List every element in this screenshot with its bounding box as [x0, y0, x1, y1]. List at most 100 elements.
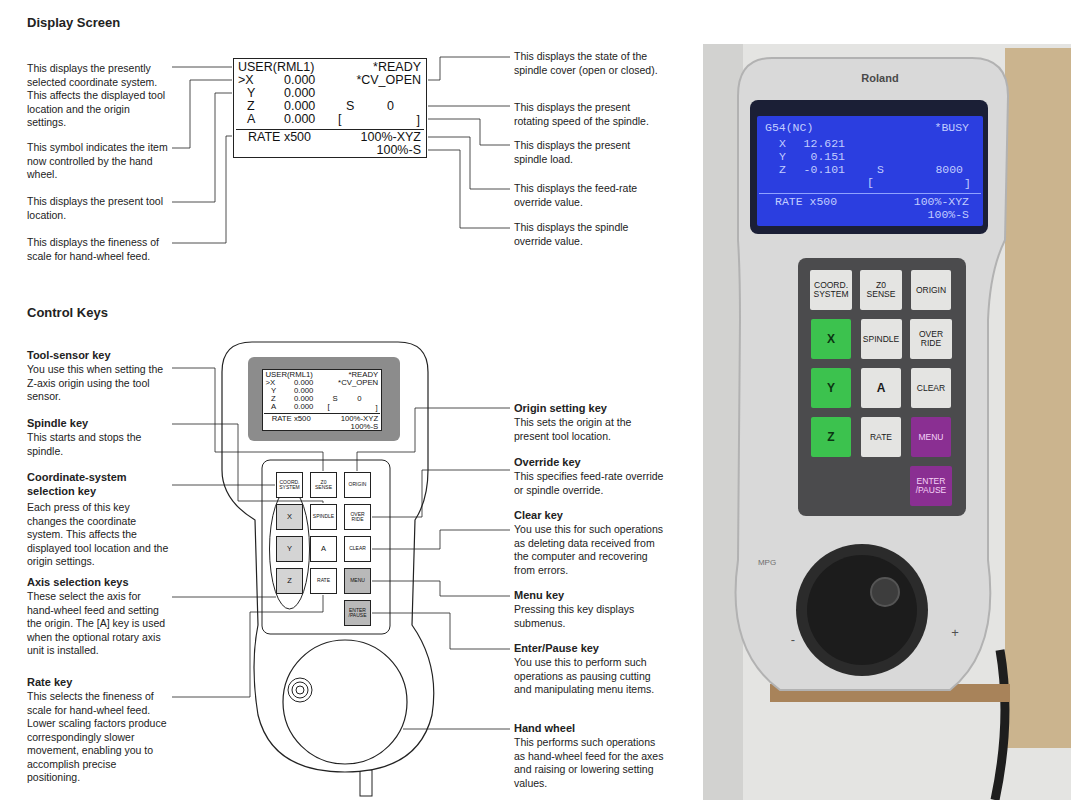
leader-line	[428, 106, 510, 107]
display-text: *READY	[348, 371, 378, 379]
leader-line	[172, 595, 323, 697]
key: Y	[276, 536, 303, 562]
leader-line	[372, 470, 510, 517]
wheel-knob-inner	[292, 682, 308, 698]
key-label: COORD. SYSTEM	[811, 281, 851, 299]
key: COORD. SYSTEM	[276, 472, 303, 498]
pendant-housing	[222, 342, 434, 772]
callout-text: This specifies feed-rate override or spi…	[514, 470, 664, 497]
pendant-screen-bezel	[248, 357, 400, 441]
callout-heading: Origin setting key	[514, 402, 664, 416]
display-text: -0.101	[804, 164, 845, 176]
display-text: [	[867, 177, 874, 189]
display-text: ]	[964, 178, 971, 190]
key: SPINDLE	[310, 504, 337, 530]
photo-key: MENU	[911, 417, 951, 457]
separator-line	[236, 129, 424, 130]
key: ORIGIN	[344, 472, 371, 498]
display-text: >X	[265, 379, 275, 387]
display-text: S	[877, 164, 884, 176]
key: MENU	[344, 568, 371, 594]
brand-logo: Roland	[840, 72, 920, 86]
leader-line	[428, 150, 510, 228]
photo-key: Z	[811, 417, 851, 457]
display-text: *READY	[373, 61, 421, 74]
display-text: 0.000	[294, 395, 313, 403]
key: CLEAR	[344, 536, 371, 562]
callout-text: This displays the spindle override value…	[514, 221, 664, 248]
display-text: ]	[417, 114, 420, 127]
display-text: 8000	[935, 164, 963, 176]
photo-key: RATE	[861, 417, 901, 457]
key-label: MENU	[350, 578, 365, 583]
leader-line	[172, 136, 232, 243]
display-text: 100%-XYZ	[361, 131, 421, 144]
display-text: *CV_OPEN	[338, 379, 378, 387]
key: RATE	[310, 568, 337, 594]
display-text: X	[779, 138, 786, 150]
display-text: Z	[779, 164, 786, 176]
callout-text: This displays the present spindle load.	[514, 139, 664, 166]
pendant-cable	[360, 770, 372, 796]
leader-line	[403, 729, 510, 730]
leader-line	[372, 613, 510, 649]
display-text: 0.151	[810, 151, 845, 163]
wheel-knob	[288, 678, 312, 702]
callout-heading: Coordinate-system selection key	[27, 471, 169, 498]
display-text: G54(NC)	[765, 122, 813, 134]
callout-heading: Menu key	[514, 589, 664, 603]
display-text: 100%-XYZ	[914, 196, 969, 208]
photo-board	[1005, 48, 1071, 748]
display-text: *BUSY	[934, 122, 969, 134]
display-text: 0.000	[284, 113, 315, 126]
callout-text: This displays the fineness of scale for …	[27, 236, 169, 263]
key-label: CLEAR	[349, 546, 366, 551]
key: A	[310, 536, 337, 562]
leader-line	[428, 57, 510, 80]
key: ENTER /PAUSE	[344, 600, 371, 626]
key-label: ENTER /PAUSE	[911, 477, 951, 495]
display-text: USER(RML1)	[238, 61, 314, 74]
callout-text: This displays the feed-rate override val…	[514, 182, 664, 209]
key-label: Z	[827, 431, 834, 444]
display-text: 0.000	[284, 100, 315, 113]
key-label: OVER RIDE	[346, 512, 369, 523]
hand-wheel	[283, 640, 407, 764]
photo-display: G54(NC)*BUSYX12.621Y0.151Z-0.101S8000[]R…	[757, 116, 983, 226]
photo-hand-wheel	[796, 544, 928, 676]
display-text: RATE x500	[248, 131, 311, 144]
callout-text: This displays the presently selected coo…	[27, 62, 169, 130]
display-text: [	[327, 403, 329, 411]
display-text: Z	[247, 100, 255, 113]
display-text: >X	[238, 74, 254, 87]
wheel-marking: +	[947, 625, 963, 641]
key-label: RATE	[317, 578, 330, 583]
leader-line	[372, 530, 510, 549]
callout-heading: Hand wheel	[514, 722, 664, 736]
callout-text: This displays the present rotating speed…	[514, 101, 664, 128]
key-label: MENU	[918, 433, 943, 442]
callout-heading: Rate key	[27, 676, 169, 690]
display-screen: USER(RML1)*READY>X0.000*CV_OPENY0.000Z0.…	[233, 58, 427, 158]
callout-text: This displays the state of the spindle c…	[514, 50, 664, 77]
display-text: USER(RML1)	[265, 371, 312, 379]
display-text: 100%-S	[928, 209, 969, 221]
photo-cable	[995, 650, 1005, 800]
photo-key: SPINDLE	[861, 319, 902, 359]
wheel-marking: MPG	[750, 556, 784, 570]
callout-text: This sets the origin at the present tool…	[514, 416, 664, 443]
key-label: Z0 SENSE	[312, 480, 335, 491]
photo-key: ENTER /PAUSE	[910, 466, 952, 506]
photo-key: ORIGIN	[911, 270, 951, 310]
leader-line	[172, 485, 275, 486]
callout-text: This symbol indicates the item now contr…	[27, 141, 169, 182]
display-text: RATE x500	[272, 415, 311, 423]
display-text: 100%-XYZ	[341, 415, 378, 423]
leader-line	[172, 597, 276, 598]
display-text: 0	[387, 100, 394, 113]
callout-heading: Spindle key	[27, 417, 169, 431]
callout-text: Pressing this key displays submenus.	[514, 603, 664, 630]
display-text: RATE x500	[775, 196, 837, 208]
leader-line	[172, 93, 232, 202]
display-text: Y	[779, 151, 786, 163]
